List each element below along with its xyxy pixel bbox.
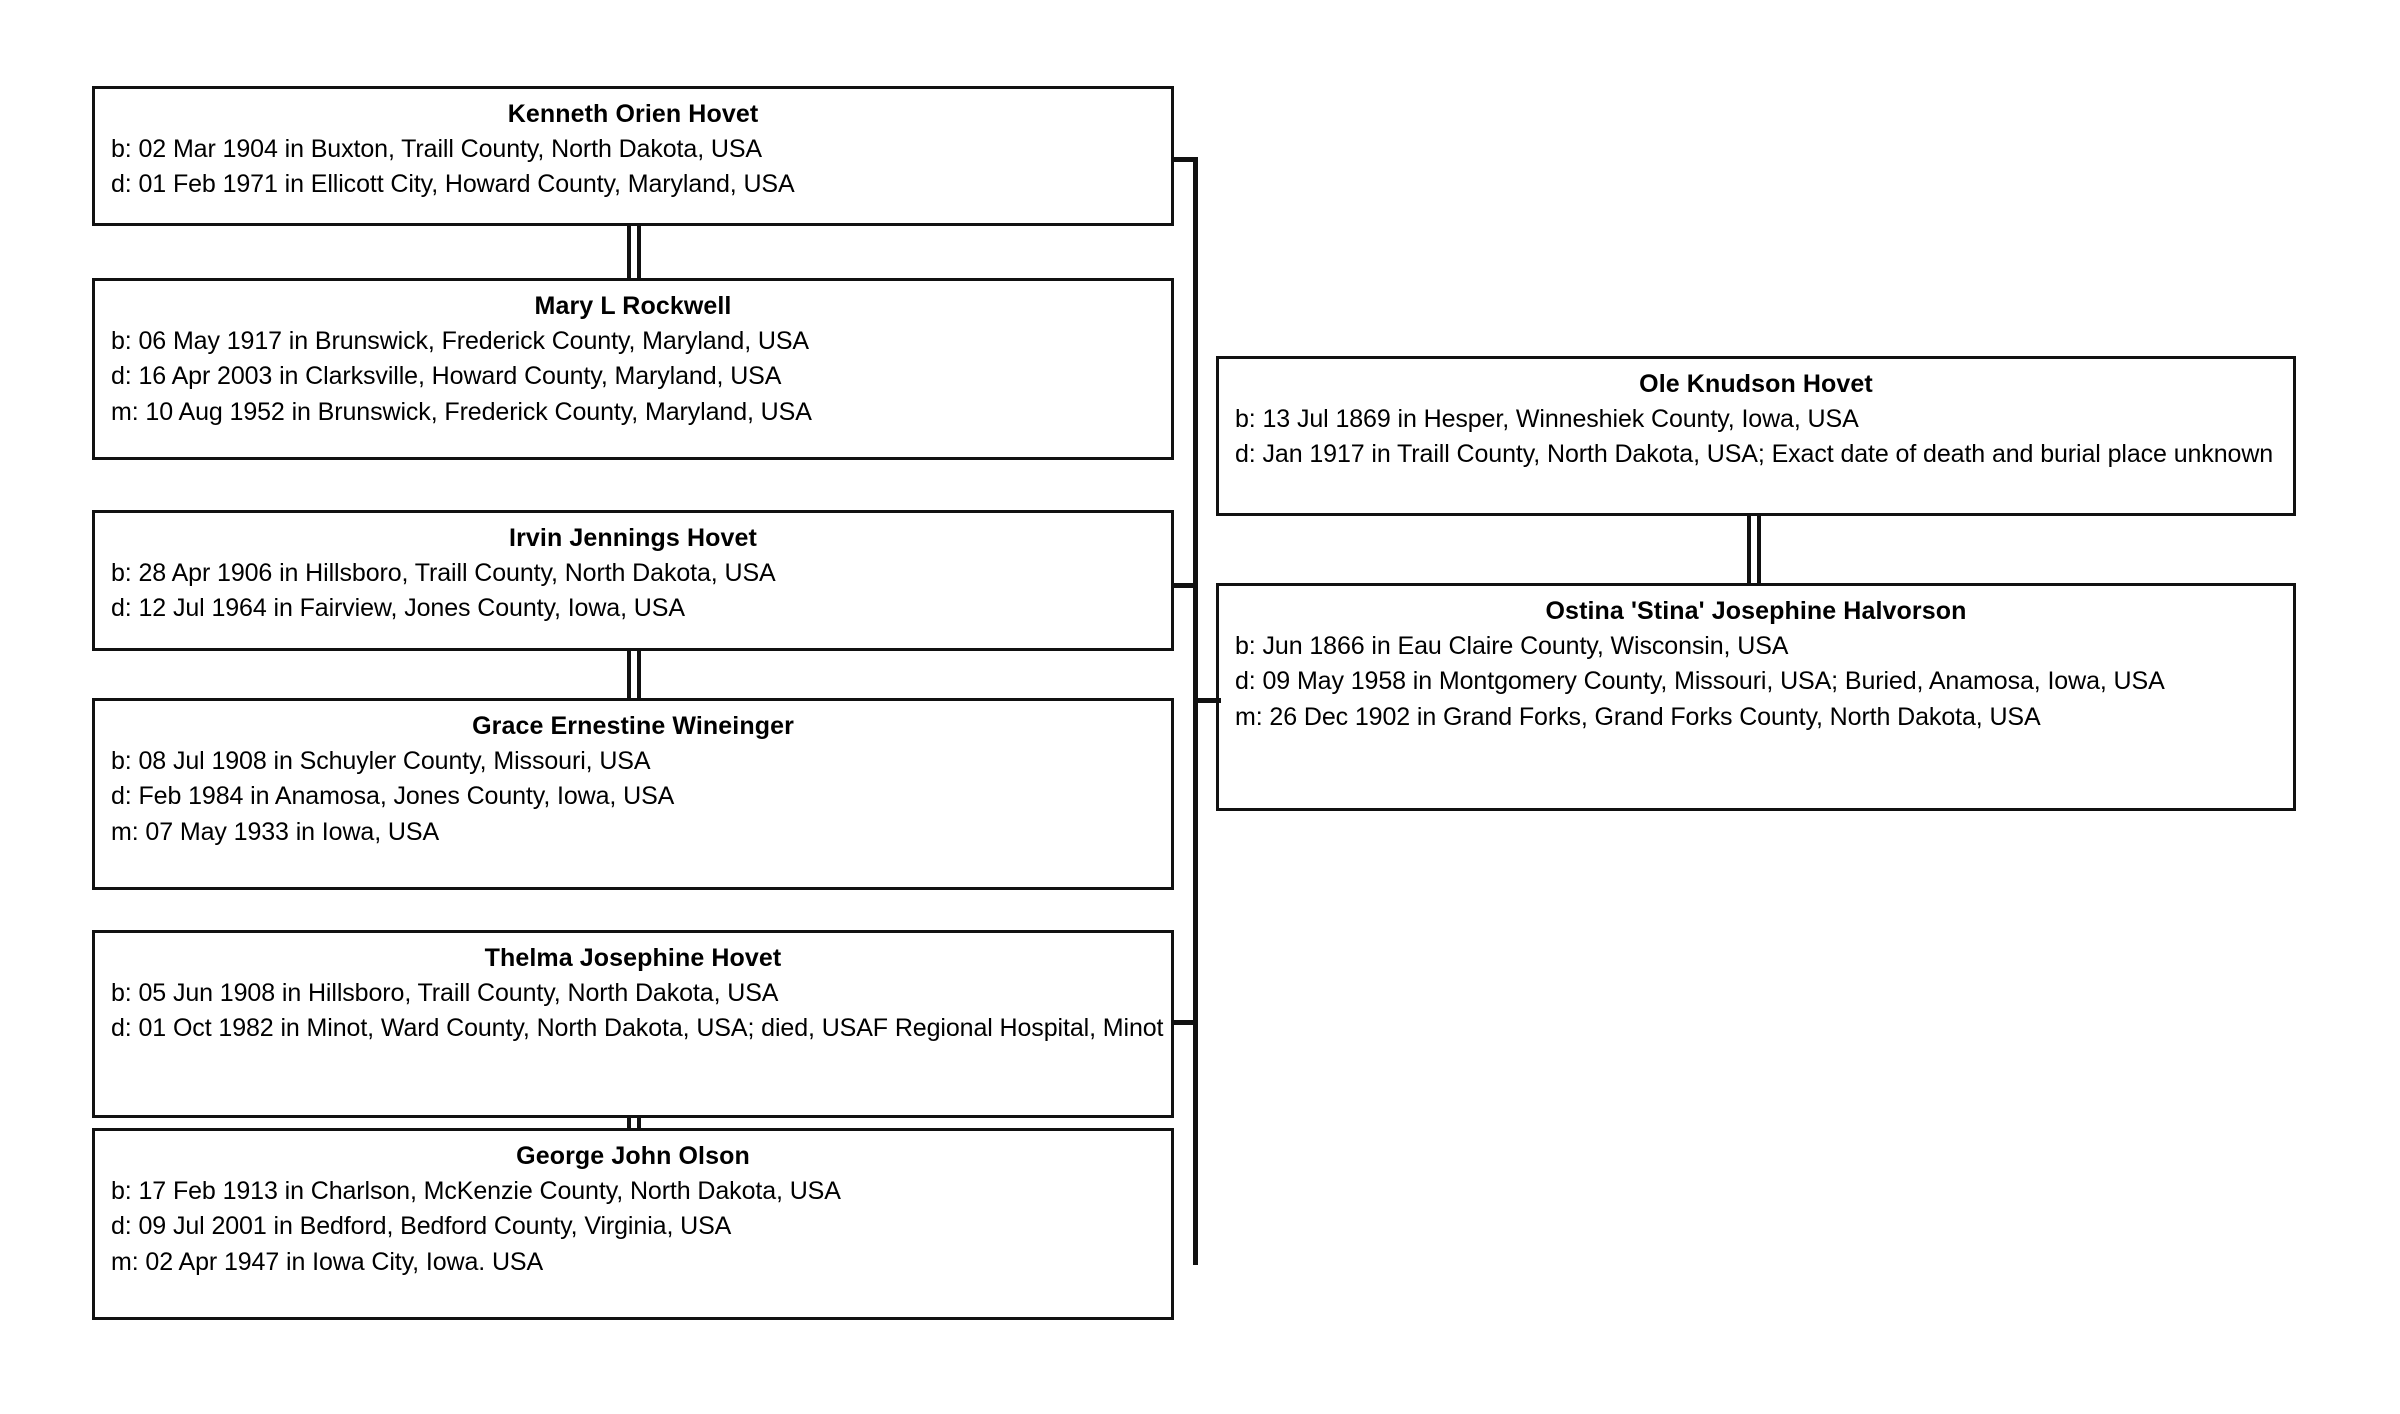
person-facts: b: 17 Feb 1913 in Charlson, McKenzie Cou… — [95, 1172, 1171, 1281]
fact-birth: b: 08 Jul 1908 in Schuyler County, Misso… — [111, 746, 651, 775]
fact-birth: b: 17 Feb 1913 in Charlson, McKenzie Cou… — [111, 1176, 841, 1205]
person-facts: b: 05 Jun 1908 in Hillsboro, Traill Coun… — [95, 974, 1171, 1047]
fact-death: d: 16 Apr 2003 in Clarksville, Howard Co… — [111, 362, 782, 390]
connector-stub-couple-2 — [1172, 583, 1198, 588]
fact-birth: b: 28 Apr 1906 in Hillsboro, Traill Coun… — [111, 558, 776, 587]
person-box-irvin-jennings-hovet[interactable]: Irvin Jennings Hovet b: 28 Apr 1906 in H… — [92, 510, 1174, 651]
person-box-mary-l-rockwell[interactable]: Mary L Rockwell b: 06 May 1917 in Brunsw… — [92, 278, 1174, 460]
person-name: Irvin Jennings Hovet — [509, 524, 757, 552]
fact-birth: b: 02 Mar 1904 in Buxton, Traill County,… — [111, 134, 762, 163]
fact-death: d: 01 Oct 1982 in Minot, Ward County, No… — [111, 1014, 1164, 1042]
connector-stub-parents — [1193, 698, 1221, 703]
fact-birth: b: Jun 1866 in Eau Claire County, Wiscon… — [1235, 631, 1789, 660]
marriage-link-kenneth-mary — [627, 223, 641, 281]
connector-stub-couple-3 — [1172, 1020, 1198, 1025]
person-box-kenneth-orien-hovet[interactable]: Kenneth Orien Hovet b: 02 Mar 1904 in Bu… — [92, 86, 1174, 226]
person-box-ole-knudson-hovet[interactable]: Ole Knudson Hovet b: 13 Jul 1869 in Hesp… — [1216, 356, 2296, 516]
fact-death: d: 09 May 1958 in Montgomery County, Mis… — [1235, 667, 2165, 695]
fact-death: d: 09 Jul 2001 in Bedford, Bedford Count… — [111, 1212, 732, 1240]
fact-death: d: Jan 1917 in Traill County, North Dako… — [1235, 440, 2274, 468]
fact-birth: b: 06 May 1917 in Brunswick, Frederick C… — [111, 326, 809, 355]
marriage-link-irvin-grace — [627, 648, 641, 701]
fact-death: d: 12 Jul 1964 in Fairview, Jones County… — [111, 594, 685, 622]
fact-birth: b: 05 Jun 1908 in Hillsboro, Traill Coun… — [111, 978, 779, 1007]
connector-stub-couple-1 — [1172, 157, 1198, 162]
person-facts: b: 08 Jul 1908 in Schuyler County, Misso… — [95, 742, 1171, 851]
person-facts: b: 02 Mar 1904 in Buxton, Traill County,… — [95, 130, 1171, 203]
person-facts: b: 13 Jul 1869 in Hesper, Winneshiek Cou… — [1219, 400, 2293, 473]
person-name: George John Olson — [516, 1142, 750, 1170]
marriage-link-ole-ostina — [1747, 513, 1761, 586]
fact-marriage: m: 02 Apr 1947 in Iowa City, Iowa. USA — [111, 1247, 544, 1276]
fact-marriage: m: 26 Dec 1902 in Grand Forks, Grand For… — [1235, 702, 2041, 731]
person-facts: b: 28 Apr 1906 in Hillsboro, Traill Coun… — [95, 554, 1171, 627]
fact-marriage: m: 07 May 1933 in Iowa, USA — [111, 817, 440, 846]
fact-death: d: Feb 1984 in Anamosa, Jones County, Io… — [111, 782, 675, 810]
person-name: Mary L Rockwell — [534, 292, 732, 320]
person-box-thelma-josephine-hovet[interactable]: Thelma Josephine Hovet b: 05 Jun 1908 in… — [92, 930, 1174, 1118]
fact-marriage: m: 10 Aug 1952 in Brunswick, Frederick C… — [111, 397, 812, 426]
connector-spine-vertical — [1193, 157, 1198, 1265]
person-box-ostina-stina-josephine-halvorson[interactable]: Ostina 'Stina' Josephine Halvorson b: Ju… — [1216, 583, 2296, 811]
person-facts: b: Jun 1866 in Eau Claire County, Wiscon… — [1219, 627, 2293, 736]
fact-birth: b: 13 Jul 1869 in Hesper, Winneshiek Cou… — [1235, 404, 1859, 433]
person-name: Ole Knudson Hovet — [1639, 370, 1873, 398]
person-box-grace-ernestine-wineinger[interactable]: Grace Ernestine Wineinger b: 08 Jul 1908… — [92, 698, 1174, 890]
person-facts: b: 06 May 1917 in Brunswick, Frederick C… — [95, 322, 1171, 431]
fact-death: d: 01 Feb 1971 in Ellicott City, Howard … — [111, 170, 795, 198]
person-box-george-john-olson[interactable]: George John Olson b: 17 Feb 1913 in Char… — [92, 1128, 1174, 1320]
person-name: Thelma Josephine Hovet — [484, 944, 782, 972]
person-name: Ostina 'Stina' Josephine Halvorson — [1545, 597, 1967, 625]
person-name: Kenneth Orien Hovet — [507, 100, 759, 128]
person-name: Grace Ernestine Wineinger — [472, 712, 794, 740]
marriage-link-thelma-george — [627, 1116, 641, 1130]
